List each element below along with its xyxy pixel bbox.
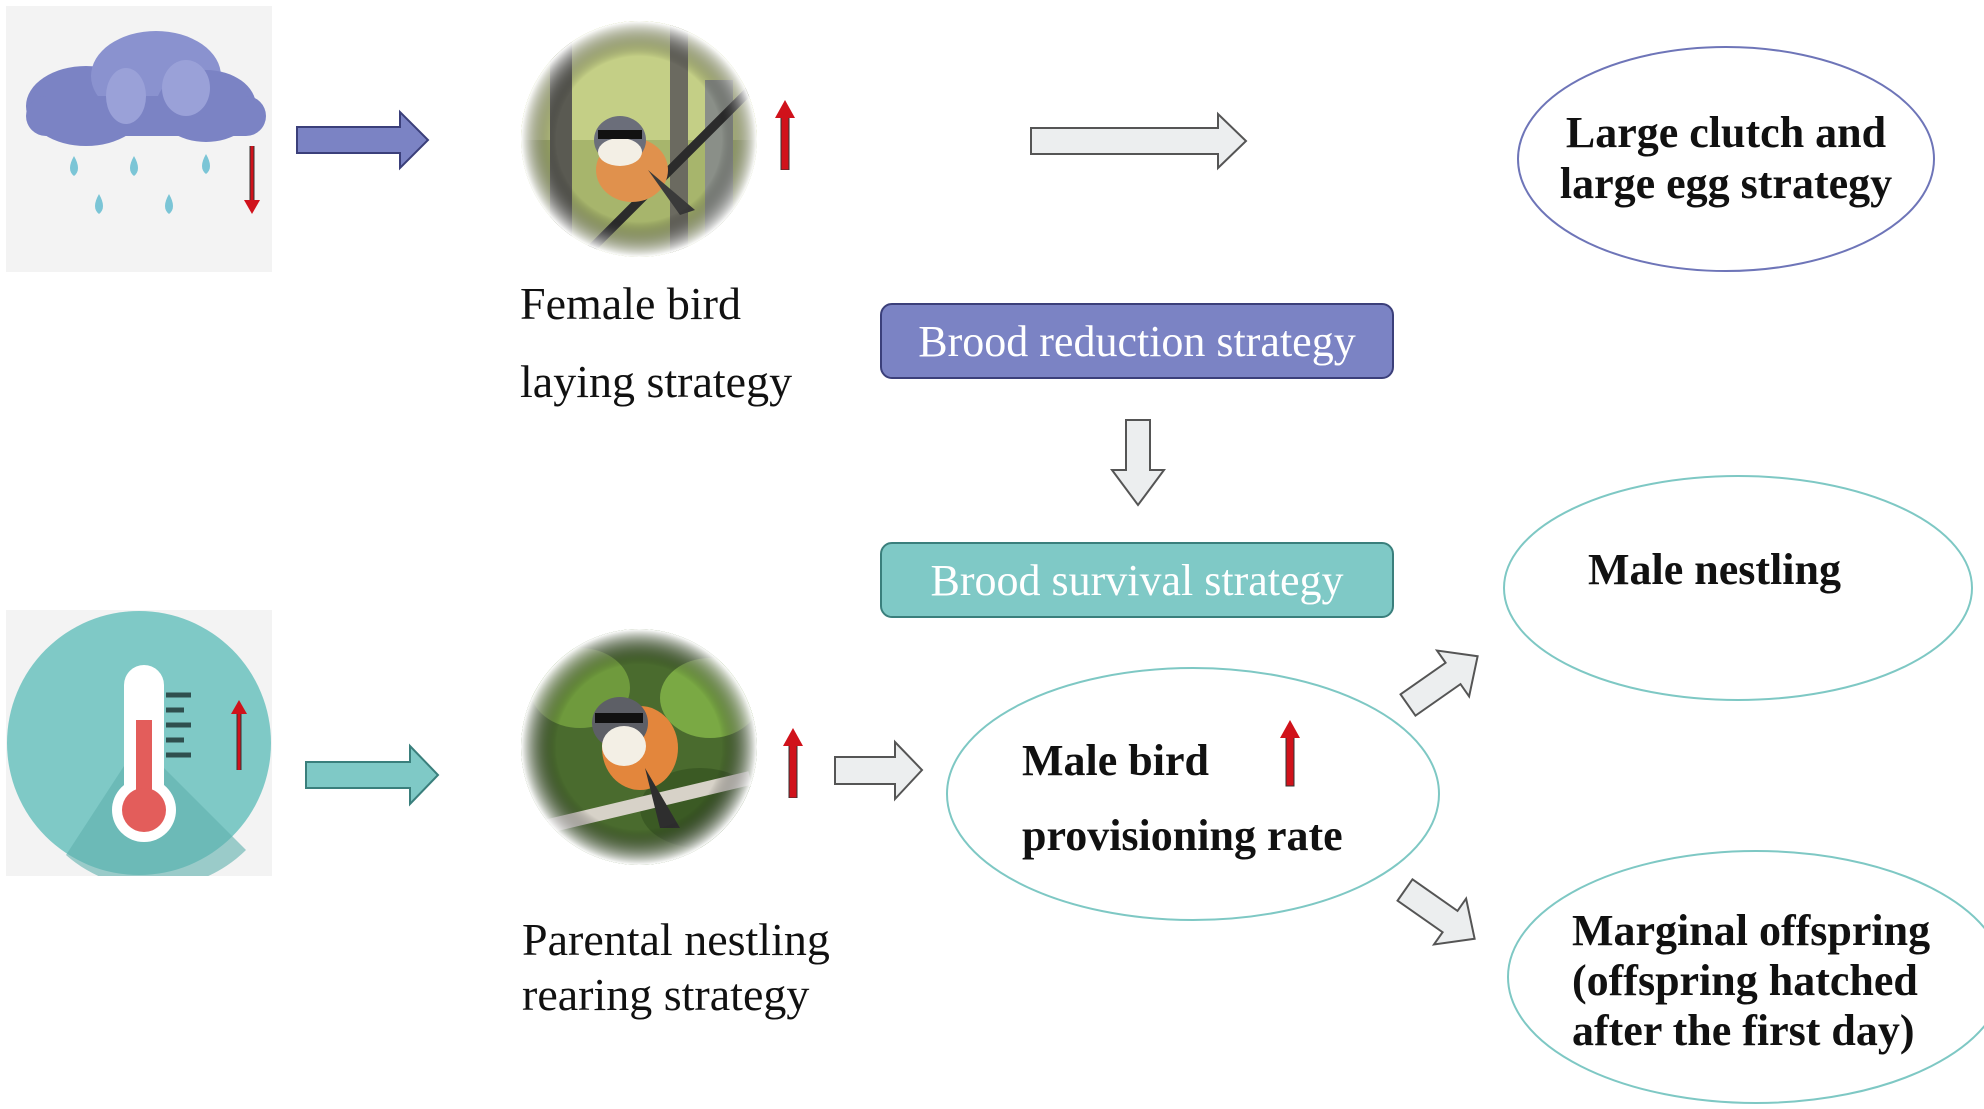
arrow-rain-to-female [296,109,430,171]
brood-reduction-box: Brood reduction strategy [880,303,1394,379]
large-clutch-text: Large clutch and large egg strategy [1559,108,1893,208]
rain-cloud-icon [6,6,272,272]
shrike-bird-photo [520,628,758,866]
oval-large-clutch [1517,46,1935,272]
oval-marginal-offspring [1507,850,1984,1104]
arrow-female-to-clutch [1030,111,1248,171]
parental-label: Parental nestling rearing strategy [522,914,830,1021]
marginal-offspring-text: Marginal offspring (offspring hatched af… [1572,906,1931,1056]
female-bird-label: Female bird laying strategy [520,278,793,407]
oval-male-bird [946,667,1440,921]
oval-male-nestling [1503,475,1973,701]
increase-arrow-icon [783,728,803,798]
shrike-bird-photo [520,20,758,258]
increase-arrow-icon [775,100,795,170]
arrow-temp-to-parental [305,743,440,807]
arrow-reduction-to-survival [1110,419,1166,507]
male-nestling-text: Male nestling [1588,545,1841,594]
male-bird-text: Male bird provisioning rate [1022,736,1343,860]
brood-survival-box: Brood survival strategy [880,542,1394,618]
arrow-to-male-nestling [1399,649,1479,718]
arrow-to-marginal-offspring [1396,877,1476,946]
arrow-parental-to-male-bird [834,739,924,802]
thermometer-icon [6,610,272,876]
